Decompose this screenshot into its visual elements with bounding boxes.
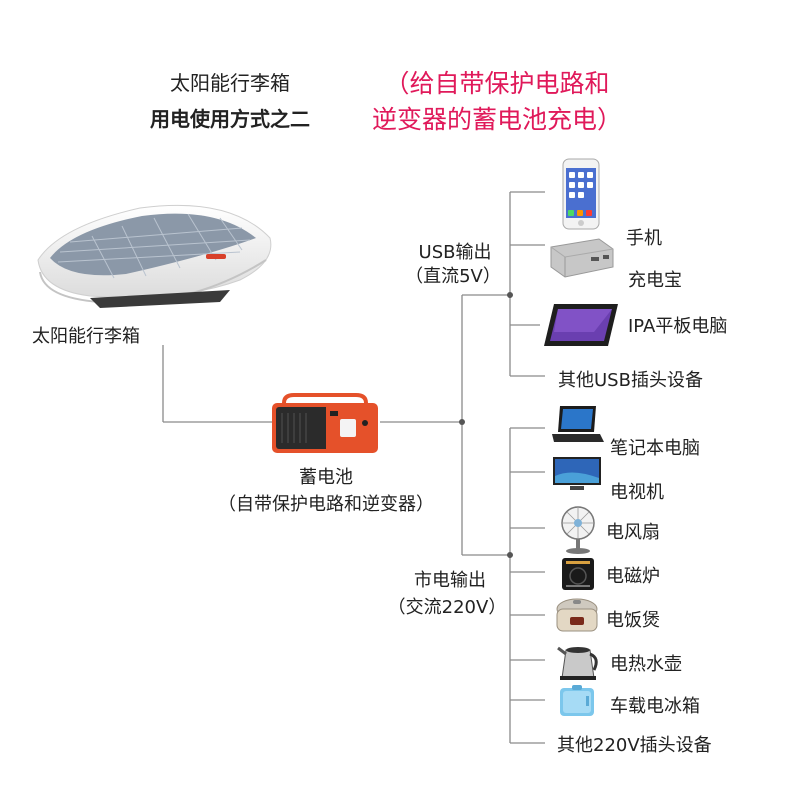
fan-icon [561,506,595,554]
device-label-laptop: 笔记本电脑 [610,438,700,459]
device-label-power-bank: 充电宝 [628,270,682,291]
tv-icon [553,457,601,490]
device-label-induction-cooker: 电磁炉 [606,566,660,587]
usb-output-label: USB输出 [418,242,492,263]
kettle-icon [557,646,598,680]
induction-cooker-icon [562,558,594,590]
tablet-icon [544,304,618,346]
battery-sublabel: （自带保护电路和逆变器） [218,494,434,515]
smartphone-icon [562,158,600,230]
title-line-1: 太阳能行李箱 [170,71,290,95]
device-label-other-220v: 其他220V插头设备 [557,735,712,756]
note-line-1: （给自带保护电路和 [384,69,610,98]
usb-output-sublabel: （直流5V） [405,266,501,287]
ac-output-label: 市电输出 [414,570,486,591]
device-label-phone: 手机 [626,228,662,249]
device-label-fan: 电风扇 [606,522,660,543]
power-bank-icon [550,238,614,278]
solar-roof-box-icon [37,204,272,308]
device-label-kettle: 电热水壶 [610,654,682,675]
source-label: 太阳能行李箱 [32,326,140,347]
device-label-rice-cooker: 电饭煲 [606,610,660,631]
ac-output-sublabel: （交流220V） [387,597,507,618]
rice-cooker-icon [556,598,598,632]
device-label-car-fridge: 车载电冰箱 [610,696,700,717]
device-label-tv: 电视机 [610,482,664,503]
battery-label: 蓄电池 [299,467,353,488]
note-line-2: 逆变器的蓄电池充电） [371,105,622,134]
device-label-tablet: IPA平板电脑 [628,316,728,337]
laptop-icon [552,406,604,442]
title-line-2: 用电使用方式之二 [150,107,310,131]
car-fridge-icon [560,685,594,716]
battery-station-icon [272,393,378,453]
device-label-other-usb: 其他USB插头设备 [558,370,703,391]
